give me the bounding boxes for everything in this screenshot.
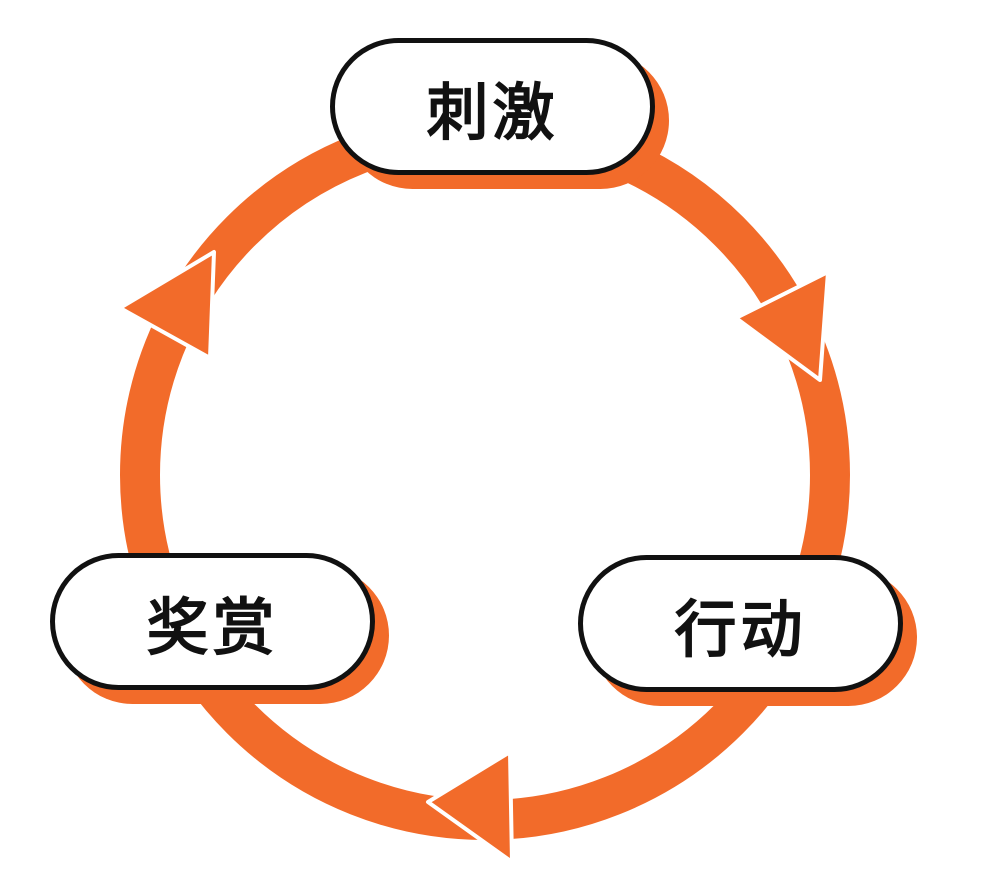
arrow-head-bottom bbox=[426, 750, 514, 864]
node-label: 奖赏 bbox=[146, 590, 279, 664]
cycle-circle bbox=[120, 110, 850, 840]
node-pill: 刺激 bbox=[330, 38, 655, 175]
arrow-head-left bbox=[118, 250, 216, 360]
node-stimulus: 刺激 bbox=[330, 38, 669, 189]
node-reward: 奖赏 bbox=[50, 553, 389, 704]
node-pill: 行动 bbox=[578, 555, 903, 692]
node-label: 行动 bbox=[674, 592, 807, 666]
node-pill: 奖赏 bbox=[50, 553, 375, 690]
node-action: 行动 bbox=[578, 555, 917, 706]
node-label: 刺激 bbox=[426, 75, 559, 149]
arrow-head-right bbox=[734, 270, 830, 382]
